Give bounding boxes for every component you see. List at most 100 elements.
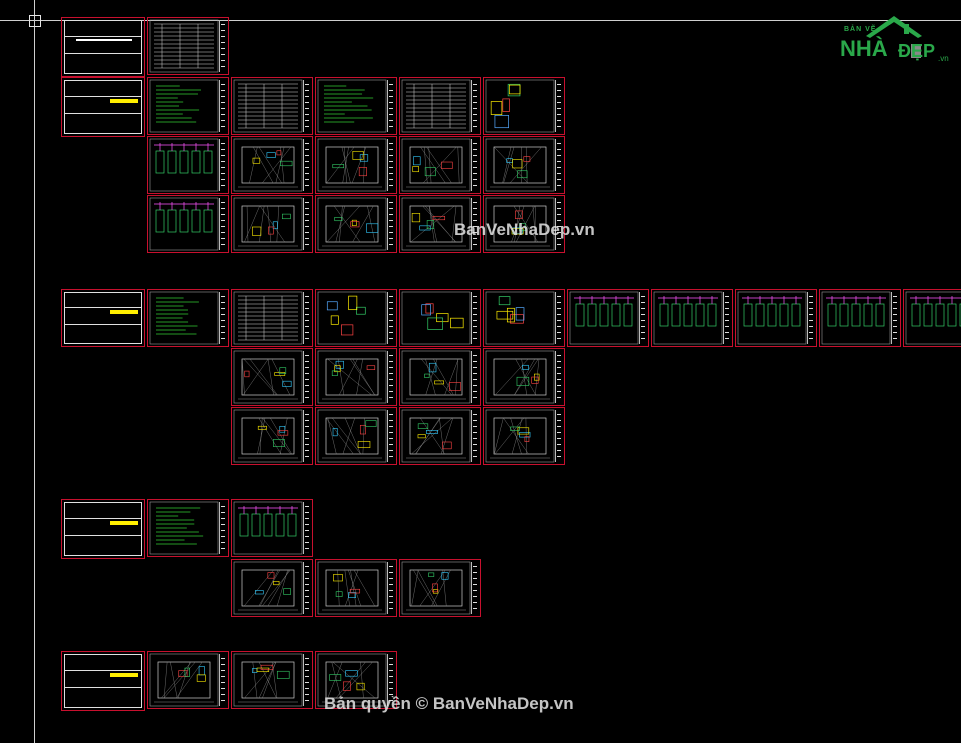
drawing-sheet[interactable] (483, 348, 565, 406)
drawing-sheet[interactable] (735, 289, 817, 347)
title-block-strip (891, 292, 898, 344)
drawing-sheet[interactable] (567, 289, 649, 347)
drawing-sheet[interactable] (147, 17, 229, 75)
drawing-sheet[interactable] (231, 195, 313, 253)
drawing-sheet[interactable] (483, 77, 565, 135)
drawing-sheet[interactable] (399, 195, 481, 253)
title-block-strip (303, 198, 310, 250)
title-block-strip (219, 80, 226, 132)
drawing-sheet[interactable] (231, 136, 313, 194)
sheet-drawing (317, 409, 387, 463)
sheet-drawing (317, 350, 387, 404)
sheet-drawing (317, 79, 387, 133)
drawing-sheet[interactable] (399, 348, 481, 406)
drawing-sheet[interactable] (315, 289, 397, 347)
drawing-sheet[interactable] (147, 651, 229, 709)
drawing-sheet[interactable] (903, 289, 961, 347)
sheet-drawing (233, 653, 303, 707)
sheet-drawing (485, 350, 555, 404)
drawing-sheet[interactable] (147, 77, 229, 135)
drawing-sheet[interactable] (399, 136, 481, 194)
drawing-sheet[interactable] (231, 499, 313, 557)
drawing-sheet[interactable] (231, 348, 313, 406)
sheet-drawing (821, 291, 891, 345)
drawing-sheet[interactable] (315, 559, 397, 617)
title-block-strip (303, 502, 310, 554)
title-block-strip (723, 292, 730, 344)
cover-sheet[interactable] (61, 77, 145, 137)
drawing-sheet[interactable] (399, 407, 481, 465)
cover-sheet[interactable] (61, 651, 145, 711)
sheet-drawing (149, 197, 219, 251)
sheet-drawing (317, 138, 387, 192)
title-block-strip (387, 198, 394, 250)
title-block-strip (219, 654, 226, 706)
title-block-strip (471, 139, 478, 191)
sheet-drawing (233, 291, 303, 345)
drawing-sheet[interactable] (147, 195, 229, 253)
drawing-sheet[interactable] (147, 499, 229, 557)
sheet-drawing (233, 561, 303, 615)
drawing-sheet[interactable] (315, 77, 397, 135)
sheet-drawing (149, 501, 219, 555)
drawing-sheet[interactable] (819, 289, 901, 347)
title-block-strip (555, 139, 562, 191)
sheet-drawing (149, 653, 219, 707)
sheet-drawing (485, 138, 555, 192)
drawing-sheet[interactable] (399, 289, 481, 347)
sheet-drawing (233, 197, 303, 251)
title-block-strip (555, 80, 562, 132)
drawing-sheet[interactable] (483, 195, 565, 253)
drawing-sheet[interactable] (483, 407, 565, 465)
cover-sheet[interactable] (61, 289, 145, 347)
drawing-sheet[interactable] (315, 195, 397, 253)
sheet-drawing (233, 501, 303, 555)
logo-side-text: ĐẸP (898, 41, 936, 61)
sheet-drawing (149, 19, 219, 73)
drawing-sheet[interactable] (651, 289, 733, 347)
sheet-drawing (233, 138, 303, 192)
title-block-strip (219, 502, 226, 554)
sheet-drawing (317, 653, 387, 707)
drawing-sheet[interactable] (315, 136, 397, 194)
drawing-sheet[interactable] (315, 348, 397, 406)
title-block-strip (387, 292, 394, 344)
logo-top-text: BẢN VẼ (844, 26, 877, 33)
drawing-sheet[interactable] (147, 136, 229, 194)
crosshair-vertical (34, 0, 35, 743)
sheet-drawing (569, 291, 639, 345)
drawing-sheet[interactable] (231, 407, 313, 465)
title-block-strip (555, 351, 562, 403)
title-block-strip (303, 562, 310, 614)
title-block-strip (387, 410, 394, 462)
cover-sheet[interactable] (61, 17, 145, 77)
drawing-sheet[interactable] (315, 407, 397, 465)
title-block-strip (471, 198, 478, 250)
drawing-sheet[interactable] (315, 651, 397, 709)
sheet-drawing (233, 409, 303, 463)
sheet-drawing (401, 79, 471, 133)
title-block-strip (387, 351, 394, 403)
drawing-sheet[interactable] (231, 289, 313, 347)
title-block-strip (387, 562, 394, 614)
cover-sheet[interactable] (61, 499, 145, 559)
drawing-sheet[interactable] (231, 651, 313, 709)
watermark-bottom: Bản quyền © BanVeNhaDep.vn (324, 694, 574, 713)
drawing-sheet[interactable] (483, 136, 565, 194)
title-block-strip (303, 351, 310, 403)
drawing-sheet[interactable] (231, 559, 313, 617)
crosshair-horizontal (0, 20, 961, 21)
sheet-drawing (149, 79, 219, 133)
sheet-drawing (233, 350, 303, 404)
sheet-drawing (737, 291, 807, 345)
title-block-strip (303, 654, 310, 706)
drawing-sheet[interactable] (483, 289, 565, 347)
drawing-sheet[interactable] (147, 289, 229, 347)
sheet-drawing (905, 291, 961, 345)
title-block-strip (303, 292, 310, 344)
title-block-strip (219, 292, 226, 344)
drawing-sheet[interactable] (399, 77, 481, 135)
drawing-sheet[interactable] (399, 559, 481, 617)
drawing-sheet[interactable] (231, 77, 313, 135)
